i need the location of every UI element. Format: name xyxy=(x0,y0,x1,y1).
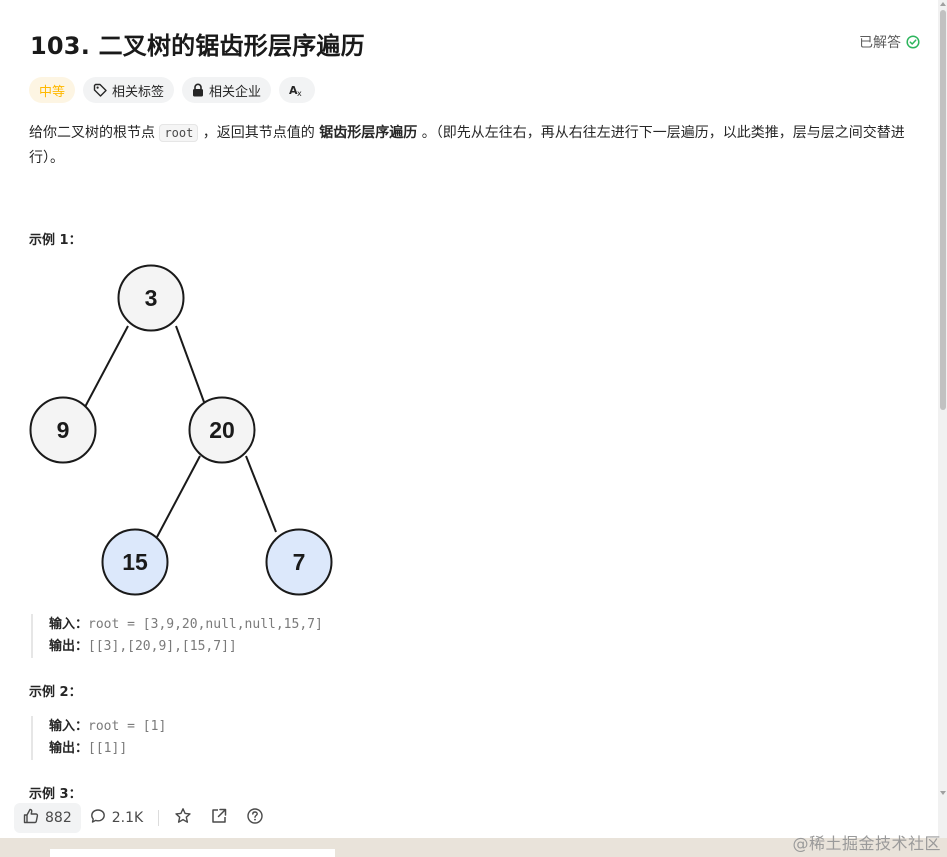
svg-text:x: x xyxy=(297,89,302,97)
edge-3-9 xyxy=(84,325,129,408)
tree-node-7: 7 xyxy=(265,528,333,596)
comment-count: 2.1K xyxy=(111,810,144,826)
related-companies-label: 相关企业 xyxy=(209,84,262,100)
lock-icon xyxy=(192,83,204,97)
inline-code-root: root xyxy=(159,124,199,142)
favorite-button[interactable] xyxy=(165,803,201,833)
solved-label: 已解答 xyxy=(859,35,901,51)
output-value: [[1]] xyxy=(88,741,128,756)
tree-node-3: 3 xyxy=(117,264,185,332)
output-label: 输出： xyxy=(49,639,89,654)
example-1-io: 输入：root = [3,9,20,null,null,15,7] 输出：[[3… xyxy=(31,614,323,658)
difficulty-badge[interactable]: 中等 xyxy=(29,77,76,103)
bottom-toolbar: 882 2.1K xyxy=(14,802,273,834)
svg-text:A: A xyxy=(289,84,298,97)
check-circle-icon xyxy=(906,35,920,49)
node-value: 3 xyxy=(145,285,158,311)
star-icon xyxy=(174,807,192,829)
tree-node-9: 9 xyxy=(29,396,97,464)
tree-edges xyxy=(84,325,277,538)
question-circle-icon xyxy=(246,807,264,829)
tag-icon xyxy=(93,83,107,97)
related-tags-label: 相关标签 xyxy=(112,84,165,100)
edge-20-7 xyxy=(245,455,277,533)
external-link-icon xyxy=(210,807,228,829)
scroll-up-arrow-icon[interactable] xyxy=(940,1,946,7)
solved-status: 已解答 xyxy=(859,32,920,52)
comments-button[interactable]: 2.1K xyxy=(81,803,152,833)
desc-bold: 锯齿形层序遍历 xyxy=(319,125,418,141)
example-2-title: 示例 2： xyxy=(29,685,82,700)
tree-node-15: 15 xyxy=(101,528,169,596)
example-1-title: 示例 1： xyxy=(29,233,82,248)
input-label: 输入： xyxy=(49,719,89,734)
like-button[interactable]: 882 xyxy=(14,803,81,833)
help-button[interactable] xyxy=(237,803,273,833)
scroll-down-arrow-icon[interactable] xyxy=(940,790,946,796)
desc-text-1: 给你二叉树的根节点 xyxy=(29,125,160,141)
tree-node-20: 20 xyxy=(188,396,256,464)
desc-text-2: ，返回其节点值的 xyxy=(198,125,320,141)
comment-icon xyxy=(90,808,106,828)
scrollbar-thumb[interactable] xyxy=(940,10,946,410)
node-value: 7 xyxy=(293,549,306,575)
node-value: 9 xyxy=(57,417,70,443)
problem-title: 103. 二叉树的锯齿形层序遍历 xyxy=(30,32,365,60)
desc-text-3: 。（即先从左往右，再从右往左进行下一层遍历，以此类推，层与层之间交替进行）。 xyxy=(29,125,905,166)
problem-description: 给你二叉树的根节点 root ，返回其节点值的 锯齿形层序遍历 。（即先从左往右… xyxy=(29,121,924,171)
input-label: 输入： xyxy=(49,617,89,632)
related-tags-button[interactable]: 相关标签 xyxy=(83,77,175,103)
input-value: root = [3,9,20,null,null,15,7] xyxy=(88,617,323,632)
example-3-title: 示例 3： xyxy=(29,787,82,802)
input-value: root = [1] xyxy=(88,719,167,734)
share-button[interactable] xyxy=(201,803,237,833)
output-label: 输出： xyxy=(49,741,89,756)
node-value: 15 xyxy=(122,549,148,575)
like-count: 882 xyxy=(45,810,72,826)
toolbar-divider xyxy=(158,810,160,826)
edge-20-15 xyxy=(156,455,201,538)
output-value: [[3],[20,9],[15,7]] xyxy=(88,639,237,654)
binary-tree-diagram: 3 9 20 15 7 xyxy=(29,264,333,596)
scrollbar-track[interactable] xyxy=(938,0,947,838)
thumbs-up-icon xyxy=(23,808,39,828)
node-value: 20 xyxy=(209,417,235,443)
edge-3-20 xyxy=(175,325,205,403)
watermark: @稀土掘金技术社区 xyxy=(792,834,941,853)
example-2-io: 输入：root = [1] 输出：[[1]] xyxy=(31,716,166,760)
related-companies-button[interactable]: 相关企业 xyxy=(182,77,272,103)
footer-tab xyxy=(50,849,335,857)
